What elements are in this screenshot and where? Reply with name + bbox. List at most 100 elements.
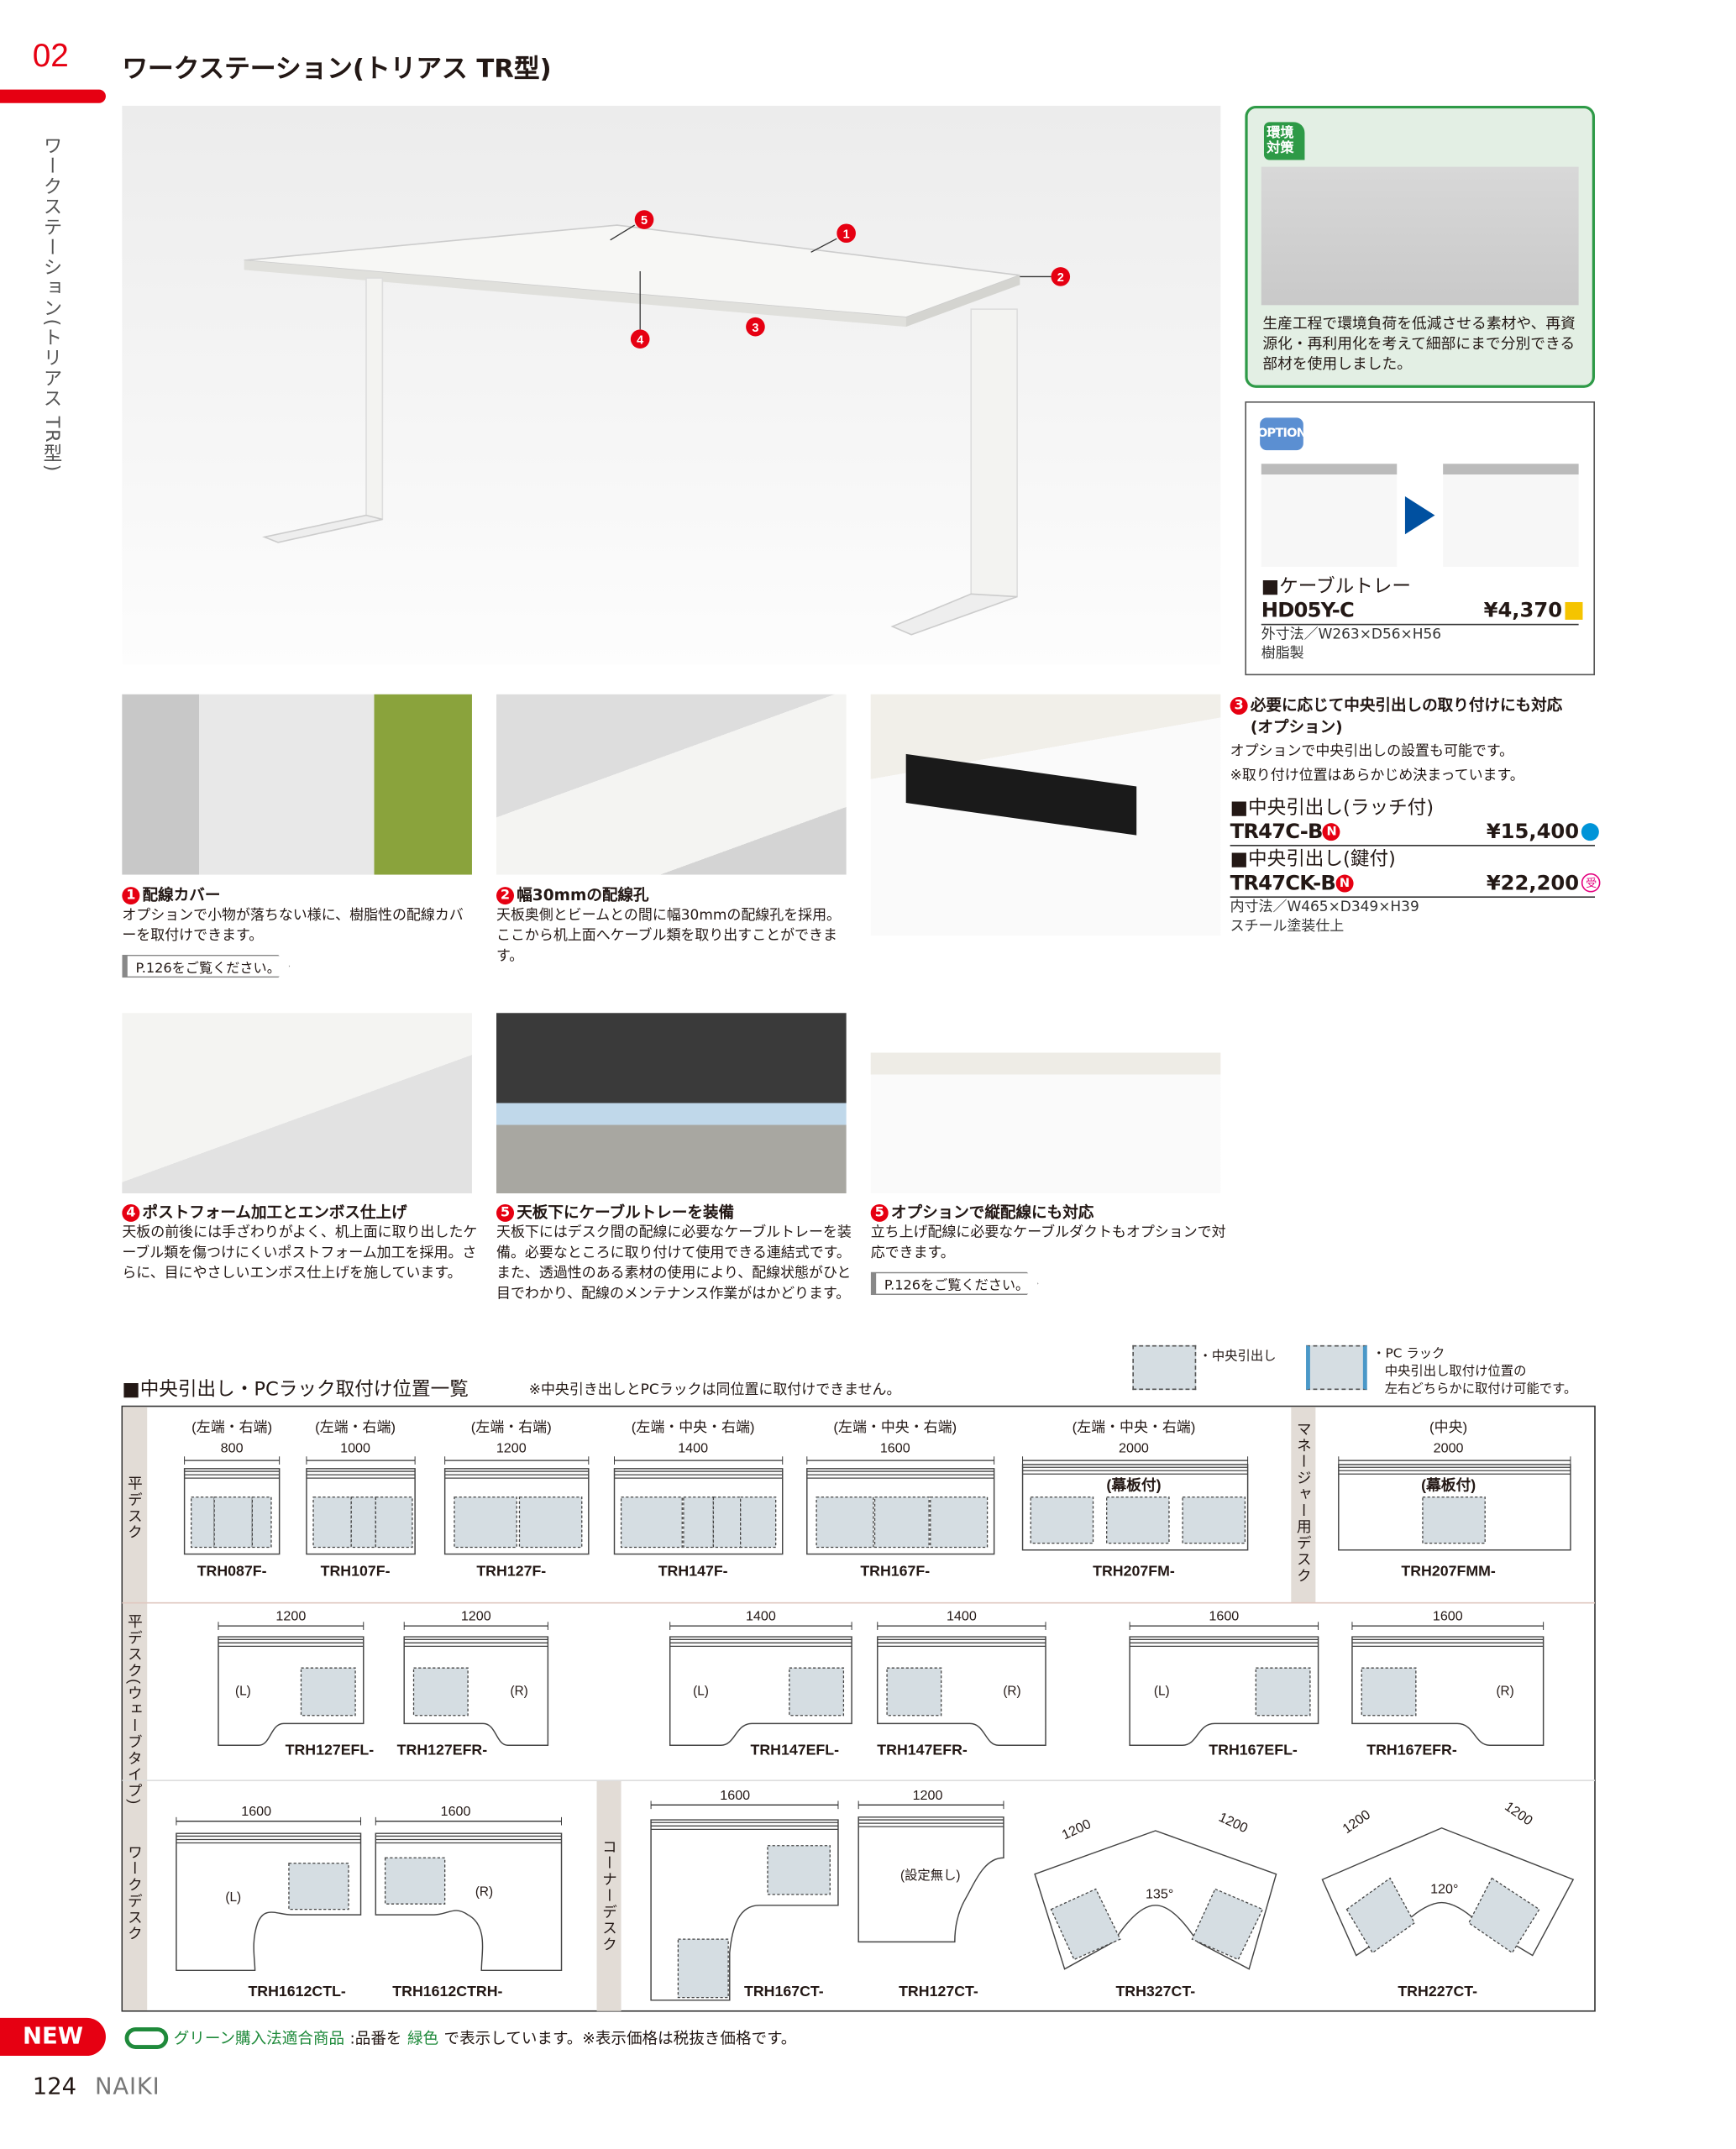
modesty-panel-note: (幕板付) xyxy=(1421,1476,1476,1494)
feature-note: ※取り付け位置はあらかじめ決まっています。 xyxy=(1230,767,1524,784)
feature-body: オプションで小物が落ちない様に、樹脂性の配線カバーを取付けできます。 xyxy=(122,907,464,944)
width-label: 1200 xyxy=(275,1609,306,1624)
callout-badge xyxy=(630,329,650,349)
position-label: (左端・右端) xyxy=(471,1419,552,1435)
drawer-item-name: ■中央引出し(鍵付) xyxy=(1230,848,1396,871)
side-label: (L) xyxy=(1154,1685,1170,1699)
green-purchase-logo-icon xyxy=(124,2027,169,2049)
width-label: 2000 xyxy=(1119,1440,1149,1455)
drawer-position xyxy=(300,1667,356,1717)
feature-title: オプションで縦配線にも対応 xyxy=(890,1203,1094,1222)
drawer-position xyxy=(930,1496,989,1549)
side-label: (R) xyxy=(1003,1685,1020,1699)
number-badge: 1 xyxy=(122,886,140,904)
section-bar xyxy=(0,89,106,103)
width-label: 1200 xyxy=(1060,1816,1094,1842)
model-code: TRH127EFR- xyxy=(397,1742,488,1759)
number-badge: 2 xyxy=(496,886,515,904)
desk-plan xyxy=(858,1816,1004,1943)
price-mark-square-icon xyxy=(1565,601,1583,620)
feature-body: 天板奥側とビームとの間に幅30mmの配線孔を採用。ここから机上面へケーブル類を取… xyxy=(496,907,842,965)
drawer-position xyxy=(767,1845,831,1895)
feature-title-2: (オプション) xyxy=(1250,717,1343,736)
drawer-position xyxy=(518,1496,583,1549)
hero-product-image xyxy=(122,105,1221,665)
model-code: TRH087F- xyxy=(197,1562,267,1579)
desk-foot-left xyxy=(262,514,383,543)
desk-plan xyxy=(403,1636,549,1746)
callout-badge xyxy=(746,317,765,337)
vertical-wiring-photo xyxy=(870,1013,1221,1194)
drawer-position xyxy=(1345,1877,1416,1954)
desk-plan xyxy=(1129,1636,1319,1746)
desk-plan xyxy=(218,1636,365,1746)
row-label-corner: コーナーデスク xyxy=(601,1839,617,1953)
drawer-spec-size: 内寸法／W465×D349×H39 xyxy=(1230,899,1419,915)
width-label: 1600 xyxy=(1209,1609,1239,1624)
modesty-panel-note: (幕板付) xyxy=(1106,1476,1161,1494)
desk-plan xyxy=(877,1636,1046,1746)
cable-tray-before-image xyxy=(1261,464,1398,567)
page-reference-link[interactable]: P.126をご覧ください。 xyxy=(870,1271,1039,1296)
drawer-position xyxy=(384,1857,446,1905)
drawer-position xyxy=(288,1863,349,1911)
cable-tray-after-image xyxy=(1443,464,1579,567)
callout-leader xyxy=(610,224,636,241)
number-badge: 5 xyxy=(870,1203,889,1222)
desk-plan xyxy=(669,1636,852,1746)
drawer-spec-material: スチール塗装仕上 xyxy=(1230,918,1345,935)
drawer-position xyxy=(1182,1496,1246,1544)
model-code: TRH167F- xyxy=(860,1562,930,1579)
angle-label: 120° xyxy=(1430,1881,1458,1896)
model-code: TRH1612CTRH- xyxy=(392,1983,502,2000)
side-label: (L) xyxy=(225,1890,241,1905)
made-to-order-mark: 受 xyxy=(1581,873,1601,893)
position-label: (左端・中央・右端) xyxy=(833,1419,957,1435)
positions-note: ※中央引き出しとPCラックは同位置に取付けできません。 xyxy=(528,1381,901,1398)
model-code: TRH1612CTL- xyxy=(248,1983,345,2000)
footer-text-a: :品番を xyxy=(349,2028,402,2048)
width-label: 1600 xyxy=(1433,1609,1463,1624)
number-badge: 5 xyxy=(496,1203,515,1222)
postform-edge-photo xyxy=(122,1013,472,1194)
option-code: HD05Y-C xyxy=(1261,598,1355,623)
callout-number: 2 xyxy=(1057,271,1064,285)
model-code: TRH207FMM- xyxy=(1401,1562,1496,1579)
width-label: 800 xyxy=(221,1440,244,1455)
angle-label: 135° xyxy=(1146,1887,1173,1902)
drawer-position xyxy=(873,1496,930,1549)
drawer-position xyxy=(350,1496,376,1549)
manager-label-column xyxy=(1291,1407,1316,1604)
row-label-wave: 平デスク(ウェーブタイプ) xyxy=(126,1614,143,1806)
feature-body: 天板の前後には手ざわりがよく、机上面に取り出したケーブル類を傷つけにくいポストフ… xyxy=(122,1224,478,1282)
model-code: TRH167EFL- xyxy=(1209,1742,1298,1759)
model-code: TRH207FM- xyxy=(1093,1562,1175,1579)
drawer-position xyxy=(886,1667,942,1717)
drawer-position xyxy=(1361,1667,1417,1717)
eco-badge-line1: 環境 xyxy=(1267,126,1294,141)
drawer-position xyxy=(454,1496,517,1549)
model-code: TRH147EFL- xyxy=(751,1742,840,1759)
drawer-position xyxy=(1050,1888,1121,1961)
page-reference-link[interactable]: P.126をご覧ください。 xyxy=(122,954,291,978)
wiring-cover-photo xyxy=(122,694,472,875)
option-badge: OPTION xyxy=(1257,417,1307,451)
drawer-position xyxy=(816,1496,874,1549)
drawer-position xyxy=(620,1496,683,1549)
price-mark-circle-icon xyxy=(1581,822,1600,841)
callout-number: 1 xyxy=(843,228,850,241)
feature-body: 立ち上げ配線に必要なケーブルダクトもオプションで対応できます。 xyxy=(870,1224,1226,1261)
model-code: TRH227CT- xyxy=(1398,1983,1477,2000)
drawer-position xyxy=(677,1938,729,1999)
width-label: 2000 xyxy=(1434,1440,1464,1455)
callout-badge xyxy=(634,210,654,229)
number-badge: 3 xyxy=(1230,696,1248,715)
drawer-item-price: ¥22,200 xyxy=(1486,870,1580,895)
legend-pc-rack-label: ・PC ラック中央引出し取付け位置の左右どちらかに取付け可能です。 xyxy=(1372,1346,1577,1397)
eco-parts-image xyxy=(1261,166,1579,306)
side-label: (L) xyxy=(235,1685,251,1699)
